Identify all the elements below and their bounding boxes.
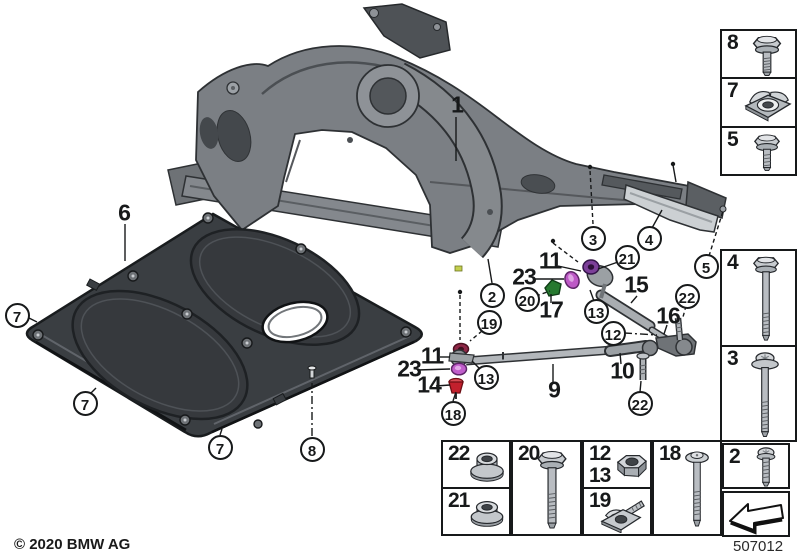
- legend-box-right-top: 8 7 5: [720, 29, 797, 176]
- legend-cell-3: 3: [722, 344, 795, 441]
- callout-5: 5: [693, 253, 719, 279]
- legend-cell-18: 18: [654, 442, 720, 534]
- leader-dots: [457, 161, 676, 295]
- callout-12: 12: [600, 320, 626, 346]
- callout-13: 13: [583, 298, 609, 324]
- legend-label: 4: [727, 251, 739, 274]
- long-washer-head-bolt-icon: [751, 351, 779, 437]
- legend-cell-8: 8: [722, 31, 795, 77]
- hex-flange-bolt-icon: [537, 450, 567, 529]
- legend-label: 7: [727, 79, 739, 103]
- callout-7: 7: [4, 302, 30, 328]
- long-flange-bolt-icon: [685, 451, 709, 527]
- part-label-1: 1: [451, 91, 464, 118]
- direction-arrow-icon: [729, 503, 784, 535]
- torx-pan-screw-icon: [756, 447, 776, 487]
- callout-22: 22: [674, 283, 700, 309]
- legend-box-right-middle: 4 3: [720, 249, 797, 442]
- part-label-16: 16: [656, 302, 681, 329]
- legend-box-bolt20: 20: [511, 440, 582, 536]
- cage-nut-icon: [744, 91, 792, 122]
- flange-nut-icon: [470, 500, 504, 527]
- part-label-11: 11: [420, 342, 444, 369]
- legend-cell-19: 19: [584, 487, 650, 534]
- leader-lines: [26, 117, 724, 436]
- legend-cell-5: 5: [722, 125, 795, 174]
- callout-7: 7: [207, 434, 233, 460]
- legend-cell-20: 20: [513, 442, 580, 534]
- legend-cell-22: 22: [443, 442, 509, 487]
- legend-cell-12-13: 12 13: [584, 442, 650, 487]
- long-hex-flange-bolt-icon: [752, 256, 780, 341]
- legend-box-nut-clip: 12 13 19: [582, 440, 652, 536]
- hex-flange-bolt-icon: [753, 134, 781, 171]
- legend-label: 5: [727, 127, 739, 151]
- legend-cell-4: 4: [722, 251, 795, 345]
- callout-8: 8: [299, 436, 325, 462]
- part-label-11: 11: [538, 247, 562, 274]
- legend-label: 12: [589, 442, 611, 465]
- legend-label: 21: [448, 489, 470, 512]
- cone-red: [448, 381, 464, 394]
- part-label-23: 23: [512, 263, 537, 290]
- part-label-14: 14: [417, 371, 442, 398]
- legend-label: 8: [727, 31, 739, 54]
- legend-label: 22: [448, 442, 470, 465]
- legend-box-screw: 2: [722, 443, 790, 489]
- legend-label: 3: [727, 346, 739, 370]
- copyright-text: © 2020 BMW AG: [14, 536, 131, 553]
- legend-box-bolt18: 18: [652, 440, 722, 536]
- hex-flange-bolt-icon: [752, 35, 782, 76]
- hex-nut-icon: [616, 455, 647, 478]
- legend-label: 18: [659, 442, 681, 465]
- legend-cell-arrow: [724, 493, 788, 535]
- callout-3: 3: [580, 225, 606, 251]
- legend-label: 19: [589, 489, 611, 512]
- tie-rod-assembly: [448, 259, 697, 399]
- part-label-9: 9: [548, 376, 561, 403]
- callout-18: 18: [440, 400, 466, 426]
- part-label-6: 6: [118, 199, 131, 226]
- callout-2: 2: [479, 282, 505, 308]
- diagram-number: 507012: [733, 538, 784, 555]
- part-label-17: 17: [539, 296, 564, 323]
- callout-22: 22: [627, 390, 653, 416]
- front-axle-subframe: [167, 3, 727, 272]
- legend-label: 2: [729, 445, 741, 468]
- legend-cell-2: 2: [724, 445, 788, 487]
- legend-cell-21: 21: [443, 487, 509, 534]
- legend-box-nuts: 22 21: [441, 440, 511, 536]
- callout-21: 21: [614, 244, 640, 270]
- legend-box-arrow: [722, 491, 790, 537]
- callout-4: 4: [636, 225, 662, 251]
- legend-label: 13: [589, 464, 611, 487]
- flange-nut-icon: [470, 452, 504, 482]
- clip-green: [544, 279, 562, 297]
- legend-cell-7: 7: [722, 77, 795, 125]
- legend-label: 20: [518, 442, 540, 465]
- part-label-10: 10: [610, 357, 635, 384]
- callout-19: 19: [476, 309, 502, 335]
- clip-nut-icon: [600, 500, 645, 533]
- callout-13: 13: [473, 364, 499, 390]
- part-label-23: 23: [397, 355, 422, 382]
- callout-7: 7: [72, 390, 98, 416]
- underbody-panel: [25, 212, 423, 438]
- part-label-15: 15: [624, 271, 649, 298]
- callout-20: 20: [514, 286, 540, 312]
- reinforcement-brace: [601, 174, 719, 233]
